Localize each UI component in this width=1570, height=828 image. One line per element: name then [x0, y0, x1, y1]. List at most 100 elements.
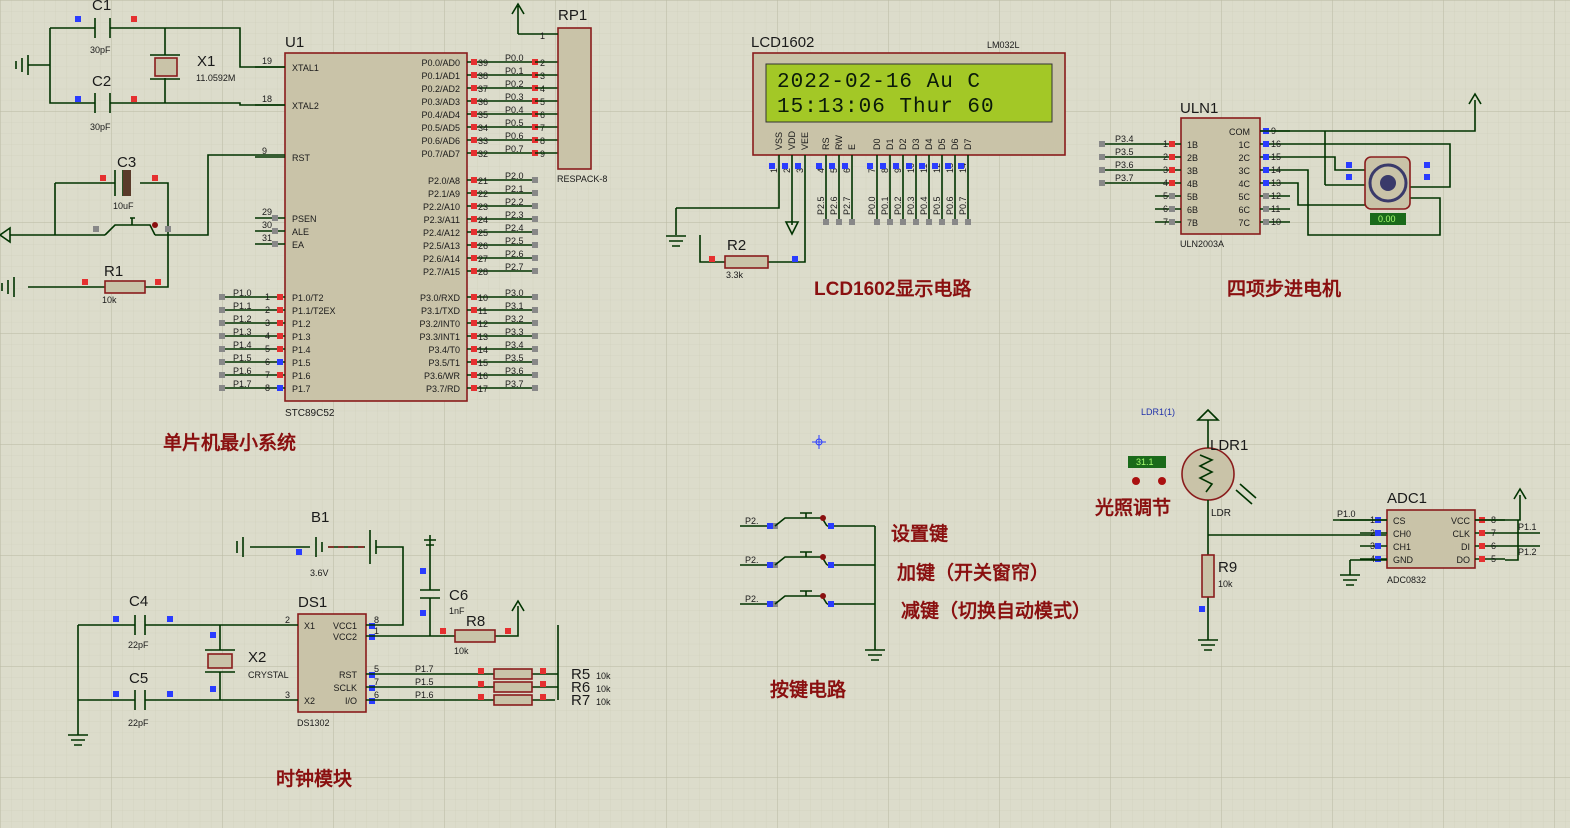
adc-left-name: CH1	[1393, 542, 1411, 552]
mcu-pin-name: PSEN	[292, 214, 317, 224]
resistor-r9	[1201, 554, 1215, 598]
pin-marker	[829, 163, 835, 169]
pin-marker	[926, 219, 932, 225]
p1-net-label: P1.4	[233, 340, 252, 350]
ds-pin-number: 8	[374, 615, 379, 625]
section-title-clock: 时钟模块	[276, 767, 353, 790]
r9-value: 10k	[1218, 579, 1233, 589]
capacitor-symbols	[94, 18, 111, 113]
pin-marker	[471, 242, 477, 248]
pin-marker	[272, 228, 278, 234]
p3-net-label: P3.7	[505, 379, 524, 389]
p0-net-label: P0.4	[505, 105, 524, 115]
mcu-u1[interactable]: U1 STC89C52 19XTAL118XTAL29RST29PSEN30AL…	[219, 34, 558, 419]
pin-marker	[471, 190, 477, 196]
pin-marker	[1375, 543, 1381, 549]
pin-marker	[1099, 167, 1105, 173]
pin-marker	[369, 623, 375, 629]
pin-marker	[836, 219, 842, 225]
p2-net-label: P2.7	[505, 262, 524, 272]
lcd-net-label: P0.3	[906, 196, 916, 215]
pin-marker	[767, 523, 773, 529]
mcu-pin-name: P1.5	[292, 358, 311, 368]
p2-pin-name: P2.6/A14	[423, 254, 460, 264]
mcu-pin-number: 23	[478, 202, 488, 212]
lcd-net-label: P0.5	[932, 196, 942, 215]
pushbutton-contact	[820, 593, 826, 599]
p1-net-label: P1.3	[233, 327, 252, 337]
pin-marker	[1169, 167, 1175, 173]
p3-pin-name: P3.0/RXD	[420, 293, 461, 303]
uln-pin-number: 6	[1163, 204, 1168, 214]
uln-pin-number: 16	[1271, 139, 1281, 149]
pushbutton-symbol	[774, 551, 828, 566]
pin-marker	[471, 294, 477, 300]
p2-net-label: P2.0	[505, 171, 524, 181]
ds-right-name: SCLK	[333, 683, 357, 693]
pin-marker	[471, 307, 477, 313]
mcu-pin-number: 6	[265, 357, 270, 367]
mcu-pin-number: 24	[478, 215, 488, 225]
pin-marker	[471, 255, 477, 261]
lcd-pin-name: E	[847, 144, 857, 150]
pin-marker	[277, 385, 283, 391]
p0-net-label: P0.6	[505, 131, 524, 141]
r7-label: R7	[571, 692, 590, 709]
pin-marker	[471, 268, 477, 274]
ds-pin-number: 2	[285, 615, 290, 625]
uln-pin-number: 5	[1163, 191, 1168, 201]
pushbutton-symbol	[774, 590, 828, 605]
pin-marker	[532, 359, 538, 365]
p0-net-label: P0.2	[505, 79, 524, 89]
uln-pin-number: 15	[1271, 152, 1281, 162]
mcu-pin-number: 8	[265, 383, 270, 393]
r5-label: R5	[571, 666, 590, 683]
c5-label: C5	[129, 670, 148, 687]
mcu-pin-number: 30	[262, 220, 272, 230]
p2-net-label: P2.6	[505, 249, 524, 259]
p2-net-label: P2.4	[505, 223, 524, 233]
pin-marker	[893, 163, 899, 169]
mcu-pin-name: P1.3	[292, 332, 311, 342]
pin-marker	[880, 163, 886, 169]
rp1-pin-number: 9	[540, 149, 545, 159]
p3-pin-name: P3.1/TXD	[421, 306, 461, 316]
lcd1602[interactable]: 2022-02-16 Au C 15:13:06 Thur 60 LCD1602…	[751, 34, 1066, 225]
p2-pin-name: P2.7/A15	[423, 267, 460, 277]
pin-marker	[277, 333, 283, 339]
uln-net-label: P3.6	[1115, 160, 1134, 170]
mcu-pin-name: EA	[292, 240, 304, 250]
ds-right-name: I/O	[345, 696, 357, 706]
pin-marker	[939, 219, 945, 225]
pin-marker	[1169, 141, 1175, 147]
adc-di-net: P1.2	[1518, 547, 1537, 557]
key-net-label: P2.	[745, 555, 759, 565]
mcu-pin-number: 18	[262, 94, 272, 104]
r2-value: 3.3k	[726, 270, 744, 280]
motor-readout: 0.00	[1378, 214, 1396, 224]
pin-marker	[219, 346, 225, 352]
rp1-pin-number: 4	[540, 84, 545, 94]
respack-rp1: RP1 RESPACK-8 1	[511, 2, 607, 184]
uln-part: ULN2003A	[1180, 239, 1224, 249]
pin-marker	[867, 163, 873, 169]
c3-value: 10uF	[113, 201, 134, 211]
pin-marker	[471, 372, 477, 378]
pin-marker	[272, 215, 278, 221]
x2-value: CRYSTAL	[248, 670, 289, 680]
pin-marker	[795, 163, 801, 169]
pin-marker	[471, 98, 477, 104]
x1-value: 11.0592M	[196, 73, 235, 83]
ldr-readout: 31.1	[1136, 457, 1154, 467]
pin-marker	[1169, 180, 1175, 186]
pin-marker	[1099, 180, 1105, 186]
mcu-pin-number: 27	[478, 254, 488, 264]
uln-pin-number: 7	[1163, 217, 1168, 227]
uln-in-name: 1B	[1187, 140, 1198, 150]
uln-out-name: 4C	[1238, 179, 1250, 189]
p1-net-label: P1.0	[233, 288, 252, 298]
uln-net-label: P3.7	[1115, 173, 1134, 183]
ds-net-label: P1.5	[415, 677, 434, 687]
